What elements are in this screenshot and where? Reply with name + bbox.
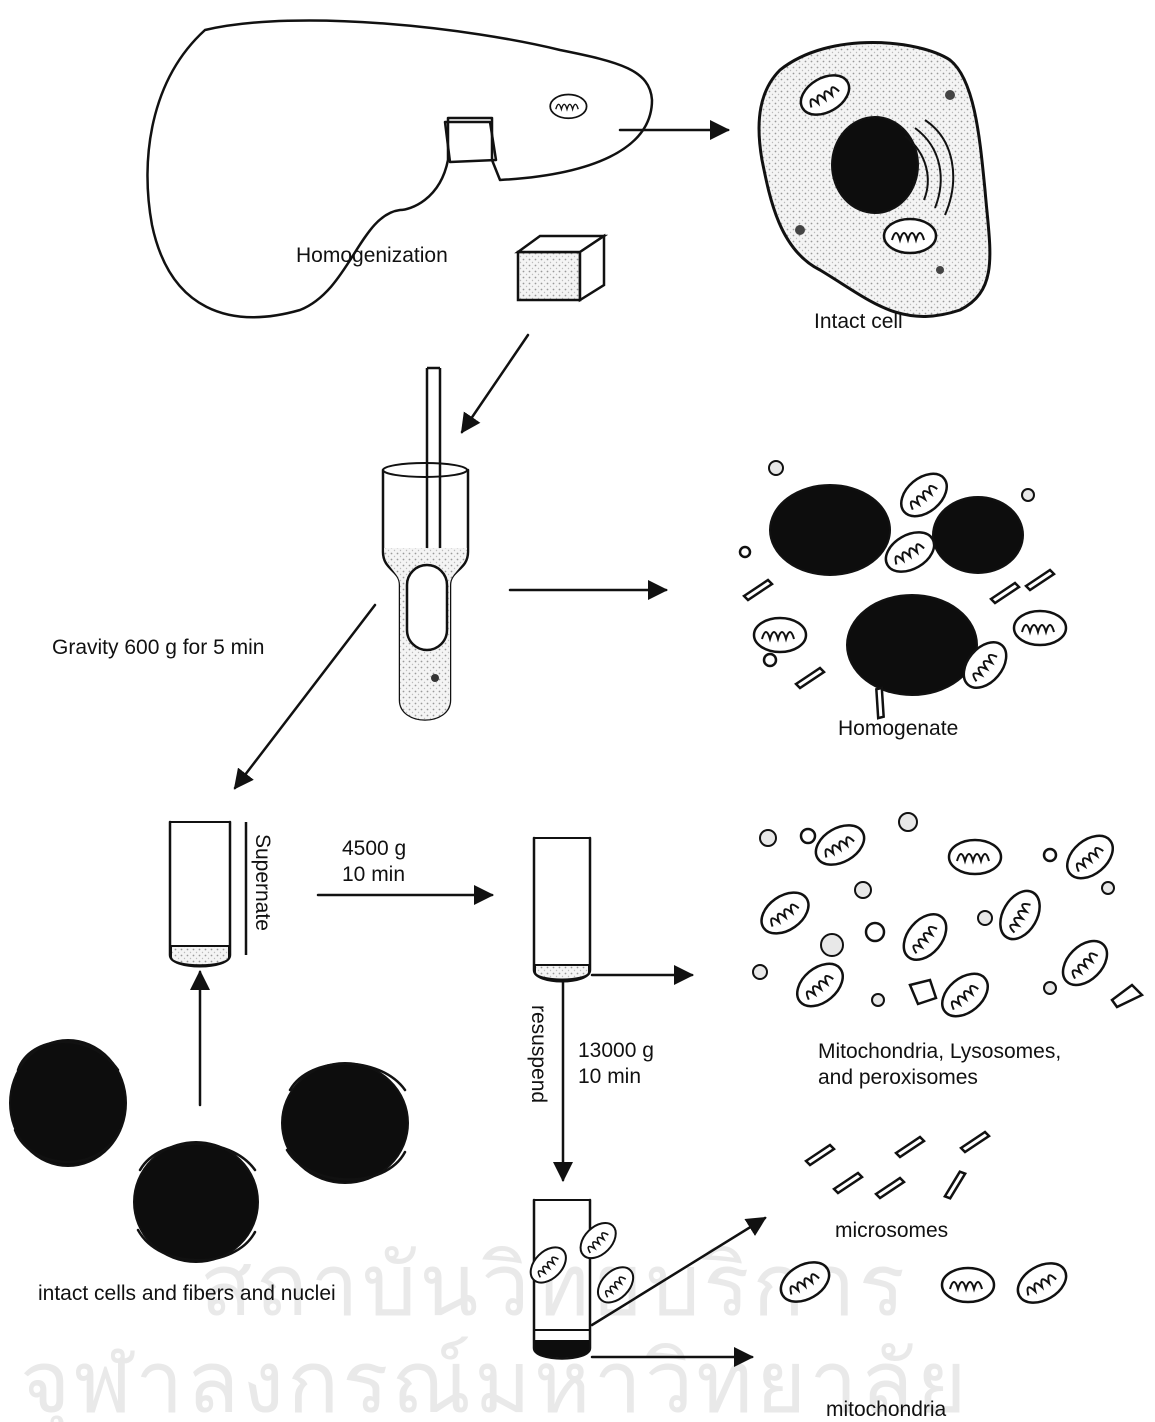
liver-notch-icon (445, 122, 496, 162)
homogenate-icon (740, 461, 1066, 720)
label-resuspend: resuspend (527, 1005, 550, 1103)
label-mitochondria: mitochondria (826, 1398, 947, 1421)
label-microsomes: microsomes (835, 1219, 948, 1242)
arrow-to-first-tube (235, 605, 375, 788)
nuclei-pellet-icon (10, 1040, 408, 1262)
label-homogenate: Homogenate (838, 717, 958, 740)
homogenizer-icon (383, 368, 468, 720)
second-centrifuge-tube-icon (534, 838, 590, 981)
label-gravity-spin: Gravity 600 g for 5 min (52, 636, 264, 659)
arrow-to-homogenizer (462, 335, 528, 432)
label-spin2-force: 13000 g (578, 1039, 654, 1062)
label-homogenization: Homogenization (296, 244, 448, 267)
label-spin1-time: 10 min (342, 863, 405, 886)
label-spin1-force: 4500 g (342, 837, 406, 860)
first-centrifuge-tube-icon (170, 822, 246, 966)
mito-lysosome-peroxisome-icon (753, 813, 1142, 1025)
label-spin2-time: 10 min (578, 1065, 641, 1088)
label-supernate: Supernate (251, 834, 274, 931)
microsomes-icon (806, 1132, 989, 1200)
label-intact-cell: Intact cell (814, 310, 903, 333)
label-fraction1-line1: Mitochondria, Lysosomes, (818, 1040, 1061, 1063)
tissue-cube-icon (518, 236, 604, 300)
label-fraction1-line2: and peroxisomes (818, 1066, 978, 1089)
label-pellet: intact cells and fibers and nuclei (38, 1282, 336, 1305)
intact-cell-icon (550, 43, 990, 317)
